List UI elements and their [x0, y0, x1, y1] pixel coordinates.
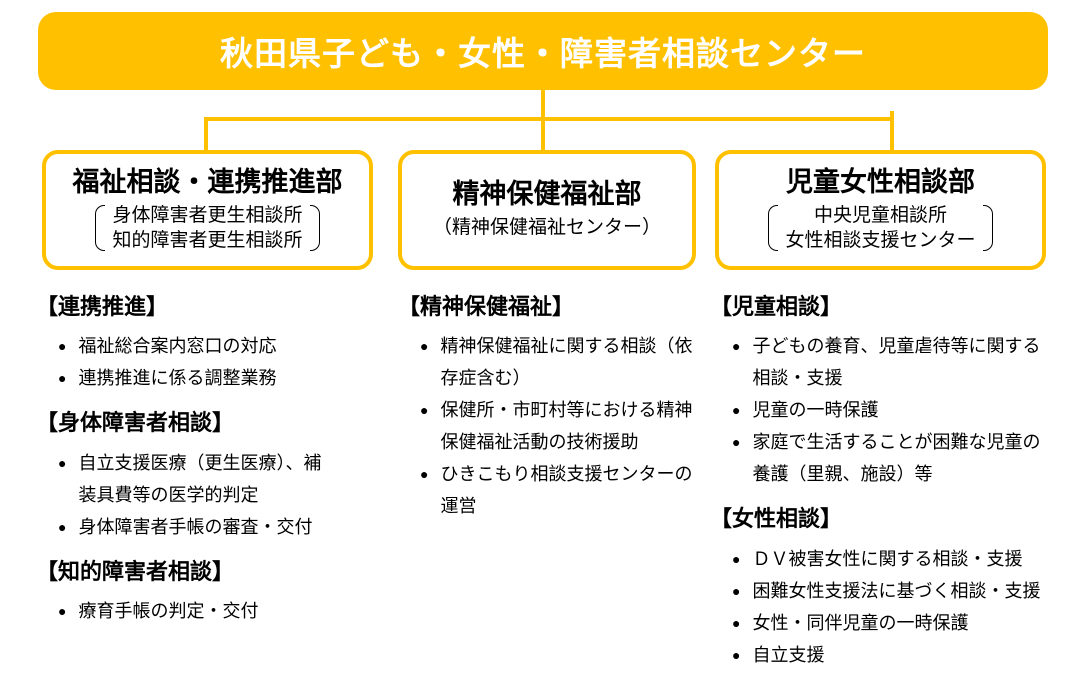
bullet-icon: ● — [58, 370, 67, 387]
section-items: ● 精神保健福祉に関する相談（依存症含む） ● 保健所・市町村等における精神保健… — [398, 330, 714, 522]
list-item: ● 困難女性支援法に基づく相談・支援 — [732, 575, 1072, 607]
dept-sub-unit: 中央児童相談所 — [813, 204, 947, 226]
bullet-text: 福祉総合案内窓口の対応 — [78, 336, 277, 357]
bullet-text: 自立支援 — [752, 644, 825, 665]
bullet-icon: ● — [732, 646, 741, 663]
dept-sub-names: 中央児童相談所 女性相談支援センター — [785, 203, 975, 253]
list-item: ● 精神保健福祉に関する相談（依存症含む） — [420, 330, 714, 394]
right-bracket-icon — [982, 204, 993, 252]
dept-sub-group: 身体障害者更生相談所 知的障害者更生相談所 — [95, 203, 320, 253]
list-item: ● 女性・同伴児童の一時保護 — [732, 607, 1072, 639]
bullet-icon: ● — [58, 338, 67, 355]
bullet-text: 精神保健福祉に関する相談（依存症含む） — [440, 336, 693, 389]
bullet-icon: ● — [58, 518, 67, 535]
column-mental-health-duties: 【精神保健福祉】 ● 精神保健福祉に関する相談（依存症含む） ● 保健所・市町村… — [398, 294, 714, 522]
dept-box-children-women: 児童女性相談部 中央児童相談所 女性相談支援センター — [715, 150, 1046, 270]
dept-name: 福祉相談・連携推進部 — [72, 166, 343, 197]
dept-sub-unit: 身体障害者更生相談所 — [112, 204, 303, 226]
bullet-text: 自立支援医療（更生医療）、補装具費等の医学的判定 — [78, 452, 322, 505]
section-heading: 【連携推進】 — [36, 294, 169, 319]
dept-sub-unit: 知的障害者更生相談所 — [112, 230, 303, 252]
bullet-icon: ● — [732, 550, 741, 567]
section-heading: 【精神保健福祉】 — [398, 294, 575, 319]
bullet-text: ＤＶ被害女性に関する相談・支援 — [752, 548, 1023, 569]
section-heading: 【児童相談】 — [710, 294, 843, 319]
section-heading: 【女性相談】 — [710, 506, 843, 532]
section-heading: 【知的障害者相談】 — [36, 558, 235, 584]
bullet-text: 女性・同伴児童の一時保護 — [752, 612, 969, 633]
bullet-text: 保健所・市町村等における精神保健福祉活動の技術援助 — [440, 400, 693, 453]
bullet-text: 困難女性支援法に基づく相談・支援 — [752, 580, 1041, 601]
dept-box-mental-health: 精神保健福祉部 （精神保健福祉センター） — [398, 150, 696, 270]
dept-name: 精神保健福祉部 — [452, 179, 642, 210]
list-item: ● 子どもの養育、児童虐待等に関する相談・支援 — [732, 330, 1072, 394]
bullet-text: 子どもの養育、児童虐待等に関する相談・支援 — [752, 336, 1041, 389]
bullet-icon: ● — [420, 338, 429, 355]
section-items: ● ＤＶ被害女性に関する相談・支援 ● 困難女性支援法に基づく相談・支援 ● 女… — [710, 543, 1072, 671]
list-item: ● 保健所・市町村等における精神保健福祉活動の技術援助 — [420, 394, 714, 458]
dept-sub-note: （精神保健福祉センター） — [432, 217, 661, 239]
list-item: ● ＤＶ被害女性に関する相談・支援 — [732, 543, 1072, 575]
column-welfare-duties: 【連携推進】 ● 福祉総合案内窓口の対応 ● 連携推進に係る調整業務 【身体障害… — [36, 294, 388, 627]
bullet-icon: ● — [732, 402, 741, 419]
left-bracket-icon — [95, 204, 106, 252]
dept-name: 児童女性相談部 — [786, 166, 975, 197]
list-item: ● 療育手帳の判定・交付 — [58, 595, 388, 627]
left-bracket-icon — [768, 204, 779, 252]
column-children-women-duties: 【児童相談】 ● 子どもの養育、児童虐待等に関する相談・支援 ● 児童の一時保護… — [710, 294, 1072, 671]
bullet-icon: ● — [732, 582, 741, 599]
list-item: ● 家庭で生活することが困難な児童の養護（里親、施設）等 — [732, 426, 1072, 490]
bullet-icon: ● — [420, 402, 429, 419]
list-item: ● 身体障害者手帳の審査・交付 — [58, 511, 388, 543]
bullet-text: ひきこもり相談支援センターの運営 — [440, 464, 693, 517]
bullet-text: 療育手帳の判定・交付 — [78, 601, 259, 622]
list-item: ● 自立支援医療（更生医療）、補装具費等の医学的判定 — [58, 447, 388, 511]
list-item: ● 連携推進に係る調整業務 — [58, 362, 388, 394]
right-bracket-icon — [309, 204, 320, 252]
bullet-icon: ● — [58, 603, 67, 620]
bullet-icon: ● — [732, 338, 741, 355]
dept-box-welfare-consultation: 福祉相談・連携推進部 身体障害者更生相談所 知的障害者更生相談所 — [42, 150, 373, 270]
list-item: ● 児童の一時保護 — [732, 394, 1072, 426]
bullet-icon: ● — [58, 454, 67, 471]
org-title: 秋田県子ども・女性・障害者相談センター — [220, 35, 866, 72]
dept-sub-group: 中央児童相談所 女性相談支援センター — [768, 203, 993, 253]
section-items: ● 福祉総合案内窓口の対応 ● 連携推進に係る調整業務 — [36, 330, 388, 394]
bullet-text: 連携推進に係る調整業務 — [78, 368, 277, 389]
org-title-box: 秋田県子ども・女性・障害者相談センター — [38, 12, 1048, 90]
section-items: ● 療育手帳の判定・交付 — [36, 595, 388, 627]
list-item: ● 自立支援 — [732, 639, 1072, 671]
section-items: ● 子どもの養育、児童虐待等に関する相談・支援 ● 児童の一時保護 ● 家庭で生… — [710, 330, 1072, 490]
list-item: ● ひきこもり相談支援センターの運営 — [420, 458, 714, 522]
section-heading: 【身体障害者相談】 — [36, 410, 235, 436]
bullet-icon: ● — [420, 466, 429, 483]
bullet-text: 児童の一時保護 — [752, 400, 879, 421]
section-items: ● 自立支援医療（更生医療）、補装具費等の医学的判定 ● 身体障害者手帳の審査・… — [36, 447, 388, 543]
bullet-icon: ● — [732, 434, 741, 451]
dept-sub-names: 身体障害者更生相談所 知的障害者更生相談所 — [112, 203, 302, 253]
bullet-text: 身体障害者手帳の審査・交付 — [78, 516, 313, 537]
bullet-icon: ● — [732, 614, 741, 631]
dept-sub-unit: 女性相談支援センター — [785, 230, 976, 252]
list-item: ● 福祉総合案内窓口の対応 — [58, 330, 388, 362]
bullet-text: 家庭で生活することが困難な児童の養護（里親、施設）等 — [752, 432, 1041, 485]
